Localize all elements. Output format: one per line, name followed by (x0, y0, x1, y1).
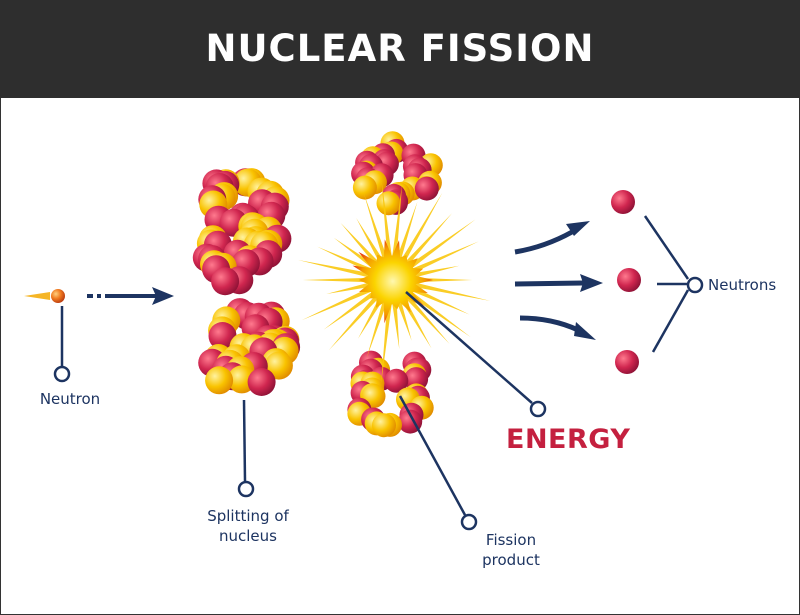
splitting-nucleus (192, 168, 301, 396)
title-bar (0, 0, 800, 98)
incoming-arrow (87, 287, 174, 305)
energy-burst (298, 180, 491, 384)
neutron-particle (372, 413, 396, 438)
proton-particle (384, 368, 409, 393)
emitted-neutron-2 (617, 268, 641, 292)
emitted-neutrons (611, 190, 641, 374)
emission-arrows (514, 221, 603, 340)
diagram-title: NUCLEAR FISSION (205, 27, 595, 70)
emitted-neutron-3 (615, 350, 639, 374)
proton-particle (247, 368, 276, 396)
neutron-particle (376, 191, 401, 216)
neutron-particle (205, 366, 234, 395)
energy-label: ENERGY (506, 424, 631, 455)
fission-product-bottom (347, 350, 434, 438)
splitting-label: Splitting of nucleus (207, 507, 289, 545)
incoming-neutron (24, 289, 65, 303)
proton-particle (211, 267, 240, 296)
fission-product-label: Fission product (482, 531, 540, 569)
neutron-particle (352, 175, 377, 200)
fission-product-top (351, 131, 443, 216)
neutrons-label: Neutrons (708, 276, 777, 294)
proton-particle (208, 322, 237, 350)
neutron-label: Neutron (39, 390, 101, 408)
callout-lines (53, 215, 704, 531)
proton-particle (414, 176, 439, 201)
emitted-neutron-1 (611, 190, 635, 214)
